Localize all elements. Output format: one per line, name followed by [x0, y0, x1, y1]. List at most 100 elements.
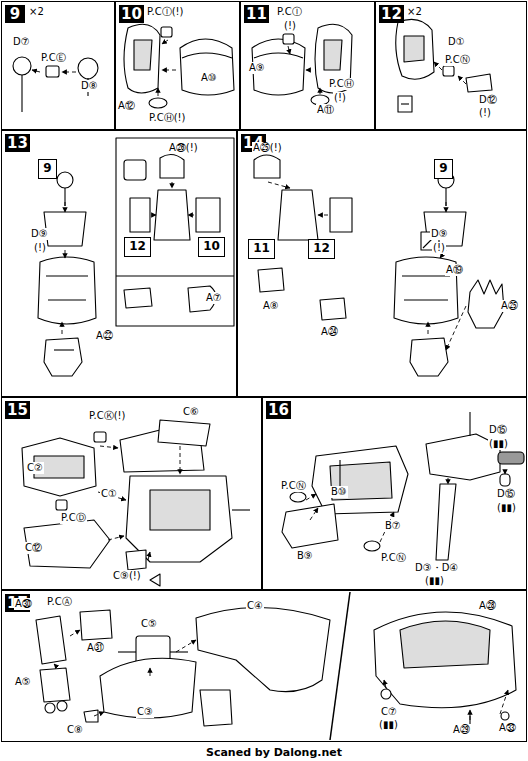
part-outline [44, 338, 82, 376]
part-outline [498, 452, 524, 464]
part-outline [54, 349, 74, 350]
part-outline [124, 288, 152, 308]
reference-box: 9 [434, 159, 453, 179]
part-outline [13, 19, 524, 740]
part-label: P.CⒹ [60, 512, 87, 524]
part-outline [466, 74, 492, 92]
part-outline [500, 474, 510, 486]
part-label: (!) [33, 242, 47, 254]
part-label: (▮▮) [496, 502, 517, 514]
part-outline [45, 703, 55, 713]
reference-box: 12 [308, 239, 335, 259]
part-label: C② [26, 462, 44, 474]
part-outline [310, 508, 318, 520]
part-outline [149, 98, 167, 108]
part-label: A⑪ [316, 104, 335, 116]
part-outline [196, 607, 330, 691]
step-number: 10 [119, 5, 144, 23]
part-label: A㉝ [498, 722, 517, 734]
part-outline [80, 610, 112, 640]
part-label: A⑩ [200, 72, 218, 84]
part-outline [126, 476, 232, 562]
part-label: A㉙ [452, 724, 471, 736]
part-outline [232, 509, 250, 510]
part-outline [170, 651, 188, 652]
part-outline [116, 138, 234, 326]
part-outline [458, 76, 466, 84]
part-label: C① [100, 488, 118, 500]
part-label: C⑨(!) [112, 570, 142, 582]
part-label: A㉛ [86, 642, 105, 654]
part-label: P.CⒶ [46, 596, 73, 608]
part-label: D⑨ [430, 228, 449, 240]
part-outline [446, 202, 447, 212]
part-outline [36, 616, 66, 664]
part-outline [62, 72, 76, 73]
part-outline [78, 58, 98, 78]
part-label: D① [447, 36, 466, 48]
part-label: (!) [432, 242, 446, 254]
part-outline [46, 276, 88, 300]
step-number: 12 [379, 5, 404, 23]
part-outline [44, 212, 86, 246]
part-outline [306, 494, 316, 500]
part-label: (!) [478, 107, 492, 119]
part-outline [182, 53, 232, 58]
part-label: ×2 [406, 6, 423, 18]
part-outline [200, 690, 232, 726]
part-outline [84, 710, 98, 722]
part-label: (▮▮) [424, 575, 445, 587]
reference-box: 12 [124, 237, 151, 257]
part-outline [126, 550, 146, 570]
part-outline [176, 640, 196, 652]
part-outline [100, 446, 118, 448]
part-label: A㉒ [95, 330, 114, 342]
part-label: C③ [136, 706, 154, 718]
part-outline [100, 658, 196, 718]
part-outline [196, 198, 220, 232]
part-outline [339, 460, 340, 488]
reference-step-number: 12 [309, 241, 334, 255]
step-panel: 17 [1, 590, 527, 742]
part-outline [162, 40, 168, 44]
reference-box: 10 [198, 237, 225, 257]
step-number: 15 [5, 401, 30, 419]
part-outline [32, 40, 508, 720]
part-label: D⑫ [478, 94, 498, 106]
step-panel: 1391210 [1, 130, 237, 397]
part-label: (!) [333, 92, 347, 104]
part-outline [94, 712, 104, 716]
part-label: B⑨ [296, 550, 314, 562]
part-outline [402, 276, 450, 300]
part-label: P.CⓃ [444, 54, 471, 66]
part-label: C④ [246, 600, 264, 612]
part-label: A㉕(!) [252, 142, 283, 154]
part-outline [57, 172, 73, 188]
part-outline [32, 70, 40, 72]
part-label: D③・D④ [414, 562, 459, 574]
part-outline [410, 338, 448, 376]
part-outline [290, 492, 306, 502]
part-outline [288, 46, 290, 54]
part-outline [130, 198, 150, 232]
part-label: D⑧ [80, 80, 99, 92]
part-outline [188, 215, 194, 216]
part-label: C⑫ [24, 542, 43, 554]
step-panel: 15 [1, 397, 262, 590]
part-outline [374, 612, 516, 708]
reference-step-number: 11 [249, 241, 274, 255]
part-outline [330, 462, 392, 500]
part-outline [46, 66, 59, 77]
part-label: B⑩ [330, 486, 348, 498]
step-number: 11 [244, 5, 269, 23]
part-label: A⑦ [205, 292, 223, 304]
part-label: P.CⒾ(!) [146, 6, 184, 18]
part-outline [54, 664, 56, 666]
part-label: A㉚ [14, 598, 33, 610]
part-outline [278, 190, 318, 240]
part-outline [161, 27, 172, 37]
step-number: 9 [5, 5, 25, 23]
part-outline [400, 621, 490, 668]
part-outline [312, 446, 408, 514]
